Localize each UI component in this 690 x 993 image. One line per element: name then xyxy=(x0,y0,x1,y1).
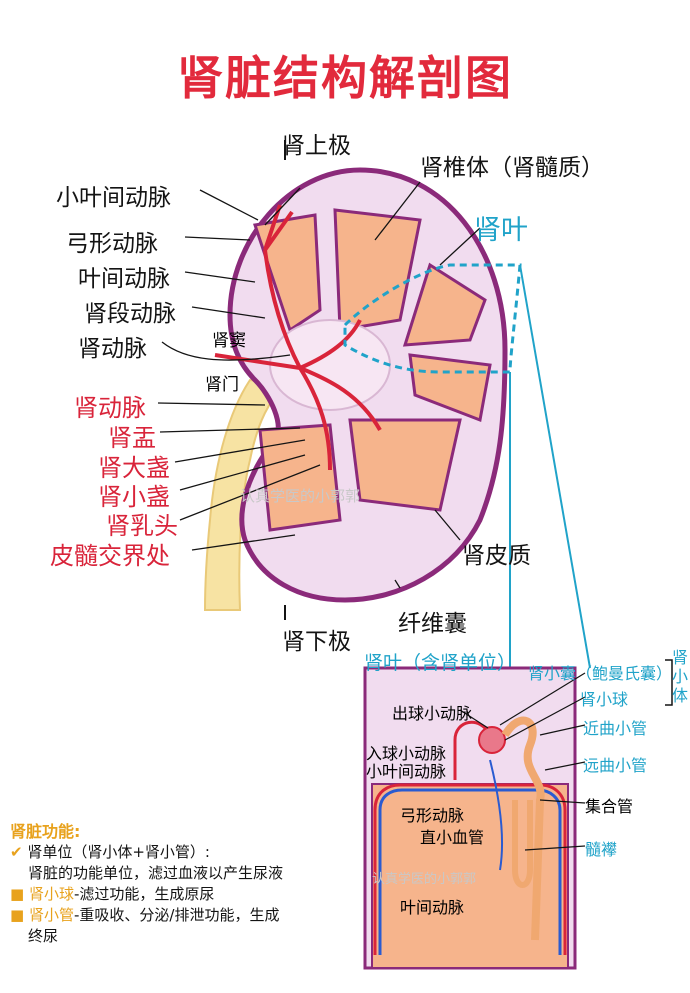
function-line4-text: -重吸收、分泌/排泄功能，生成 xyxy=(73,906,280,924)
label-interlobar-artery: 叶间动脉 xyxy=(78,266,170,292)
label-segmental-artery: 肾段动脉 xyxy=(84,301,176,327)
watermark-small: 认真学医的小郭郭 xyxy=(372,872,477,887)
function-heading: 肾脏功能: xyxy=(10,822,81,841)
label-interlobular: 小叶间动脉 xyxy=(366,762,447,781)
label-renal-pelvis: 肾盂 xyxy=(108,424,156,452)
renal-pyramids xyxy=(253,208,492,532)
function-line2: 肾脏的功能单位，滤过血液以产生尿液 xyxy=(28,864,284,882)
nephron-panel xyxy=(363,666,577,970)
label-bowman: 肾小囊（鲍曼氏囊） xyxy=(528,664,673,683)
bullet-icon: ■ xyxy=(10,906,25,924)
function-line1: 肾单位（肾小体+肾小管）: xyxy=(27,843,210,861)
label-pyramid: 肾椎体（肾髓质） xyxy=(420,155,604,181)
page-title: 肾脏结构解剖图 xyxy=(177,51,513,105)
watermark: 认真学医的小郭郭 xyxy=(240,487,361,505)
label-renal-hilum: 肾门 xyxy=(205,375,239,395)
label-renal-sinus: 肾窦 xyxy=(212,331,246,351)
label-nephron-section: 肾叶（含肾单位） xyxy=(364,652,517,674)
label-lower-pole: 肾下极 xyxy=(282,629,351,655)
label-renal-corpuscle: 肾小体 xyxy=(672,648,689,705)
label-interlobular-artery: 小叶间动脉 xyxy=(56,185,171,211)
ureter xyxy=(203,378,288,611)
label-afferent: 入球小动脉 xyxy=(366,744,447,763)
label-interlobar: 叶间动脉 xyxy=(400,898,465,917)
label-glomerulus: 肾小球 xyxy=(580,690,629,709)
label-upper-pole: 肾上极 xyxy=(282,133,351,159)
label-major-calyx: 肾大盏 xyxy=(98,454,170,482)
label-leaders xyxy=(157,181,481,589)
label-minor-calyx: 肾小盏 xyxy=(98,483,170,511)
label-lobe: 肾叶 xyxy=(474,215,528,246)
label-renal-artery-red: 肾动脉 xyxy=(74,394,146,422)
label-pct: 近曲小管 xyxy=(583,719,648,738)
function-line3-key: 肾小球 xyxy=(28,885,74,903)
label-vasa-recta: 直小血管 xyxy=(420,828,485,847)
label-papilla: 肾乳头 xyxy=(106,512,178,540)
function-line5: 终尿 xyxy=(28,927,59,945)
function-box: 肾脏功能: ✔ 肾单位（肾小体+肾小管）: 肾脏的功能单位，滤过血液以产生尿液 … xyxy=(10,818,342,978)
label-renal-artery: 肾动脉 xyxy=(78,336,147,362)
label-medullary-ray: 髓襻 xyxy=(585,840,618,859)
function-line4-key: 肾小管 xyxy=(28,906,74,924)
label-dct: 远曲小管 xyxy=(583,756,648,775)
label-cortex: 肾皮质 xyxy=(462,543,531,569)
label-arcuate-artery: 弓形动脉 xyxy=(66,231,158,257)
lobe-boundary xyxy=(343,263,522,374)
function-line3-text: -滤过功能，生成原尿 xyxy=(73,885,215,903)
label-capsule: 纤维囊 xyxy=(398,611,467,637)
label-arcuate: 弓形动脉 xyxy=(400,806,465,825)
renal-arteries xyxy=(214,204,382,471)
label-efferent: 出球小动脉 xyxy=(392,704,473,723)
nephron-leaders xyxy=(459,672,586,851)
check-icon: ✔ xyxy=(10,843,23,861)
label-collecting: 集合管 xyxy=(585,797,634,816)
label-corticomedullary: 皮髓交界处 xyxy=(50,542,170,570)
bullet-icon: ■ xyxy=(10,885,25,903)
